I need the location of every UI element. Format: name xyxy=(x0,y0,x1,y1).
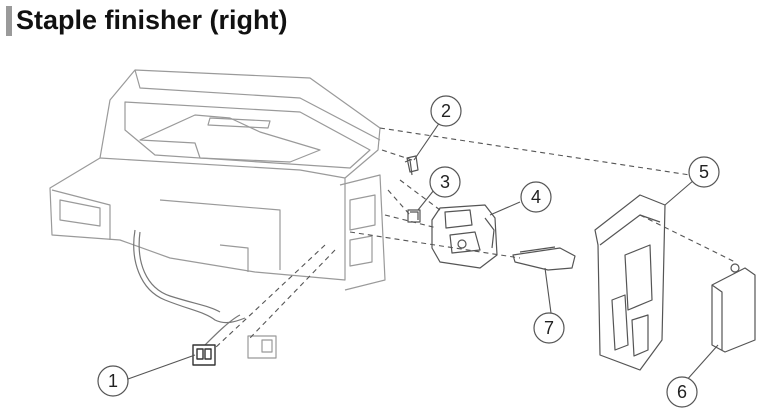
svg-text:7: 7 xyxy=(544,318,554,338)
callout-3: 3 xyxy=(429,166,461,198)
svg-text:5: 5 xyxy=(699,162,709,182)
callout-4: 4 xyxy=(520,181,552,213)
svg-text:3: 3 xyxy=(440,172,450,192)
part-3-clip xyxy=(407,209,421,223)
callout-5: 5 xyxy=(688,156,720,188)
svg-text:2: 2 xyxy=(441,101,451,121)
part-5-right-cover xyxy=(594,194,666,371)
alignment-lines xyxy=(214,127,736,349)
finisher-housing xyxy=(49,69,386,291)
callout-2: 2 xyxy=(430,95,462,127)
part-7-lever xyxy=(512,246,576,271)
callout-1: 1 xyxy=(97,365,129,397)
part-4-stapler-unit xyxy=(431,204,498,269)
leader-lines xyxy=(127,121,719,383)
part-1-connector xyxy=(192,344,216,366)
svg-text:6: 6 xyxy=(677,382,687,402)
part-2-sensor xyxy=(404,155,419,176)
page-title: Staple finisher (right) xyxy=(16,5,288,35)
harness-cable xyxy=(133,229,246,346)
callout-6: 6 xyxy=(666,376,698,408)
svg-text:1: 1 xyxy=(108,371,118,391)
part-6-cap-cover xyxy=(711,263,756,353)
harness-plug xyxy=(247,335,277,359)
callout-7: 7 xyxy=(533,312,565,344)
title-accent-bar xyxy=(6,6,12,36)
svg-text:4: 4 xyxy=(531,187,541,207)
